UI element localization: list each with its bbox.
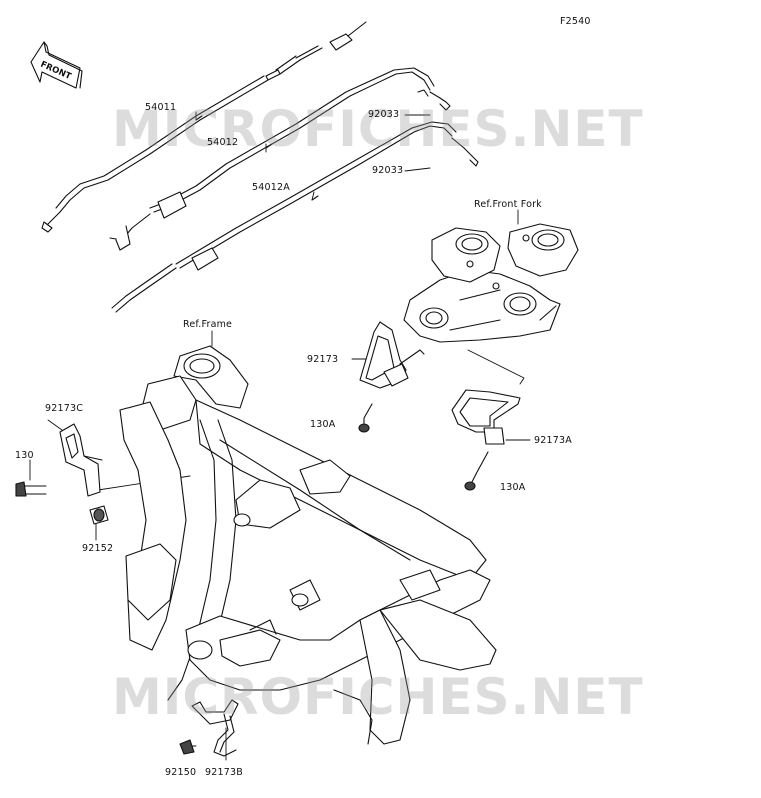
part-54012A-label: 54012A (252, 182, 290, 193)
part-92173A-label: 92173A (534, 435, 572, 446)
ref-frame-label: Ref.Frame (183, 319, 233, 330)
bracket-92173 (359, 321, 425, 389)
figure-code: F2540 (560, 16, 591, 27)
bolt-130A-right (464, 451, 489, 491)
bracket-92173B (191, 699, 239, 757)
ref-front-fork-label: Ref.Front Fork (474, 199, 542, 210)
front-fork-bracket (403, 223, 579, 343)
part-130A-left-label: 130A (310, 419, 336, 430)
part-92152-label: 92152 (82, 543, 114, 554)
cable-54012A (111, 121, 479, 313)
part-92033-upper-label: 92033 (368, 109, 400, 120)
part-130-label: 130 (15, 450, 34, 461)
part-92173B-label: 92173B (205, 767, 243, 778)
bolt-130 (15, 481, 47, 497)
cable-54012 (109, 67, 451, 251)
bolt-130A-left (358, 403, 373, 433)
part-92150-label: 92150 (165, 767, 197, 778)
cable-54011 (41, 21, 367, 233)
bracket-92173A (451, 389, 521, 445)
collar-92152 (89, 505, 109, 525)
part-54011-label: 54011 (145, 102, 177, 113)
part-92033-lower-label: 92033 (372, 165, 404, 176)
part-130A-right-label: 130A (500, 482, 526, 493)
part-92173C-label: 92173C (45, 403, 84, 414)
frame (119, 345, 497, 745)
part-92173-label: 92173 (307, 354, 339, 365)
bolt-92150 (179, 739, 195, 755)
front-arrow-icon: FRONT (30, 41, 83, 89)
bracket-92173C (59, 423, 103, 497)
part-54012-label: 54012 (207, 137, 239, 148)
